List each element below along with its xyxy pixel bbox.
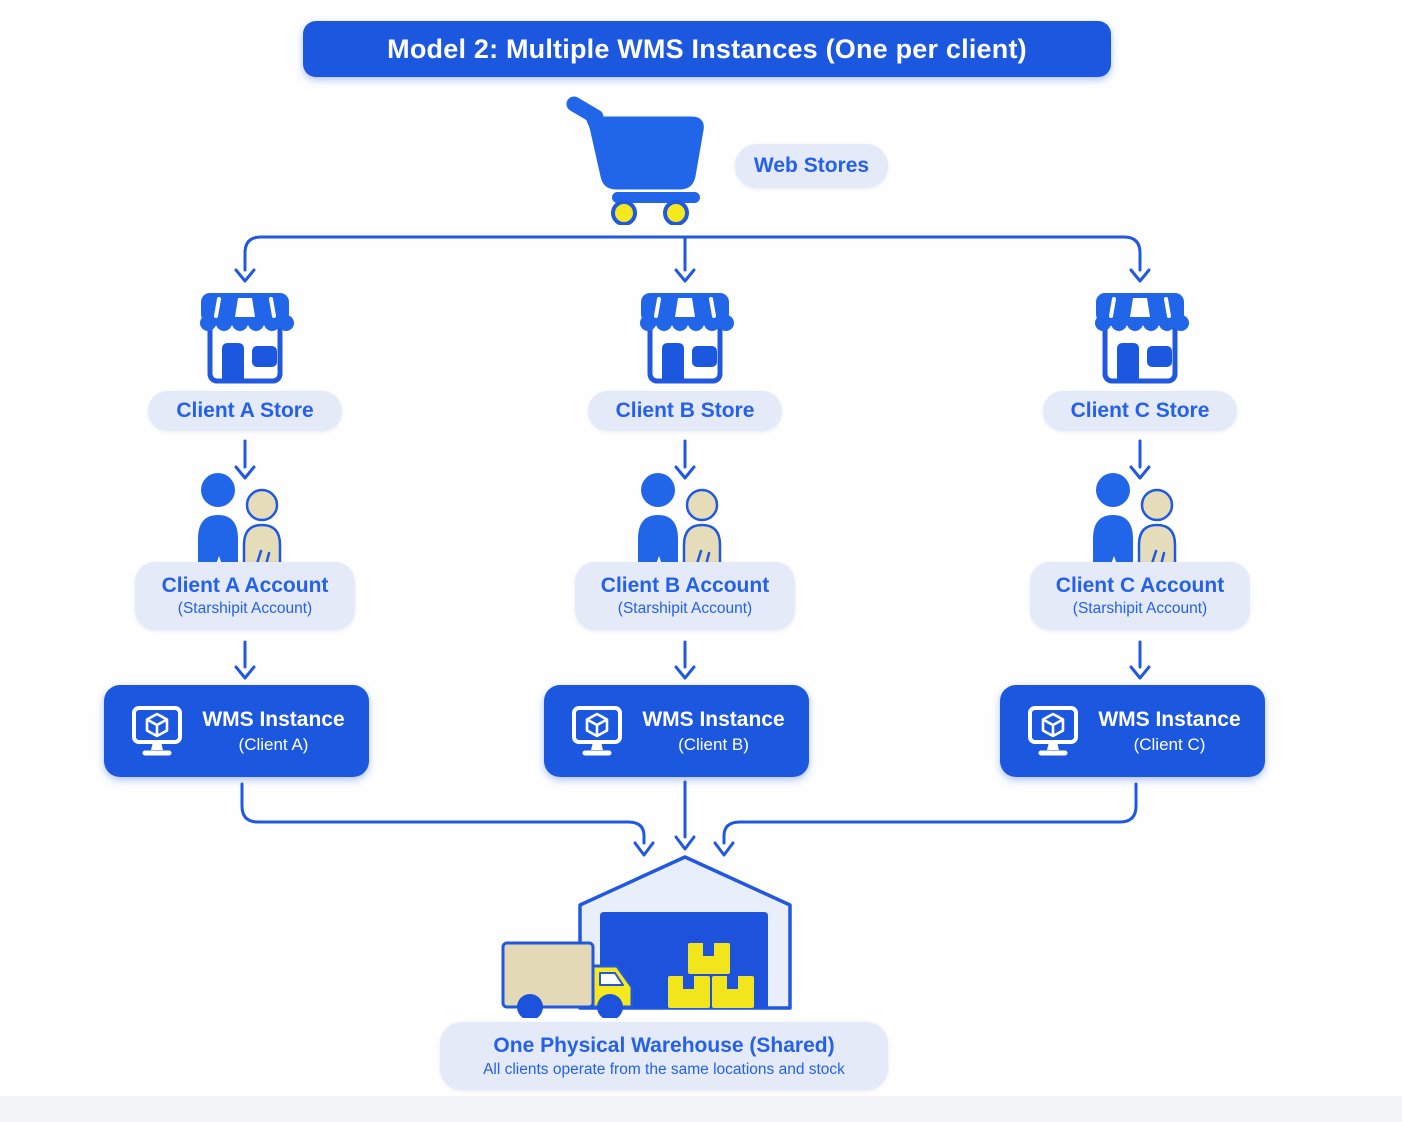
warehouse-label: One Physical Warehouse (Shared) [493, 1033, 835, 1057]
account-card-client-c: Client C Account (Starshipit Account) [1030, 562, 1250, 630]
bottom-band [0, 1096, 1402, 1122]
wms-sublabel: (Client A) [238, 734, 309, 754]
wms-sublabel: (Client C) [1133, 734, 1206, 754]
account-label: Client A Account [161, 574, 329, 597]
diagram-title: Model 2: Multiple WMS Instances (One per… [303, 21, 1111, 77]
warehouse-sublabel: All clients operate from the same locati… [483, 1060, 845, 1078]
wms-sublabel: (Client B) [678, 734, 749, 754]
account-card-client-b: Client B Account (Starshipit Account) [575, 562, 795, 630]
wms-instance-client-b: WMS Instance (Client B) [544, 685, 809, 777]
users-icon [1093, 473, 1177, 573]
monitor-cube-icon [132, 706, 183, 756]
warehouse-truck-icon [501, 855, 792, 1018]
storefront-icon [200, 293, 294, 384]
account-sublabel: (Starshipit Account) [177, 600, 313, 617]
wms-instance-client-c: WMS Instance (Client C) [1000, 685, 1265, 777]
warehouse-card: One Physical Warehouse (Shared) All clie… [440, 1022, 888, 1090]
store-label-client-a: Client A Store [148, 391, 342, 431]
wms-instance-client-a: WMS Instance (Client A) [104, 685, 369, 777]
monitor-cube-icon [572, 706, 623, 756]
wms-label: WMS Instance [1098, 707, 1241, 731]
account-card-client-a: Client A Account (Starshipit Account) [135, 562, 355, 630]
monitor-cube-icon [1028, 706, 1079, 756]
store-label-client-b: Client B Store [588, 391, 782, 431]
store-label-client-c: Client C Store [1043, 391, 1237, 431]
account-label: Client B Account [600, 574, 770, 597]
storefront-icon [1095, 293, 1189, 384]
storefront-icon [640, 293, 734, 384]
account-label: Client C Account [1055, 574, 1225, 597]
wms-label: WMS Instance [202, 707, 345, 731]
users-icon [638, 473, 722, 573]
shopping-cart-icon [566, 96, 704, 225]
users-icon [198, 473, 282, 573]
wms-label: WMS Instance [642, 707, 785, 731]
web-stores-label: Web Stores [735, 144, 888, 188]
account-sublabel: (Starshipit Account) [617, 600, 753, 617]
account-sublabel: (Starshipit Account) [1072, 600, 1208, 617]
